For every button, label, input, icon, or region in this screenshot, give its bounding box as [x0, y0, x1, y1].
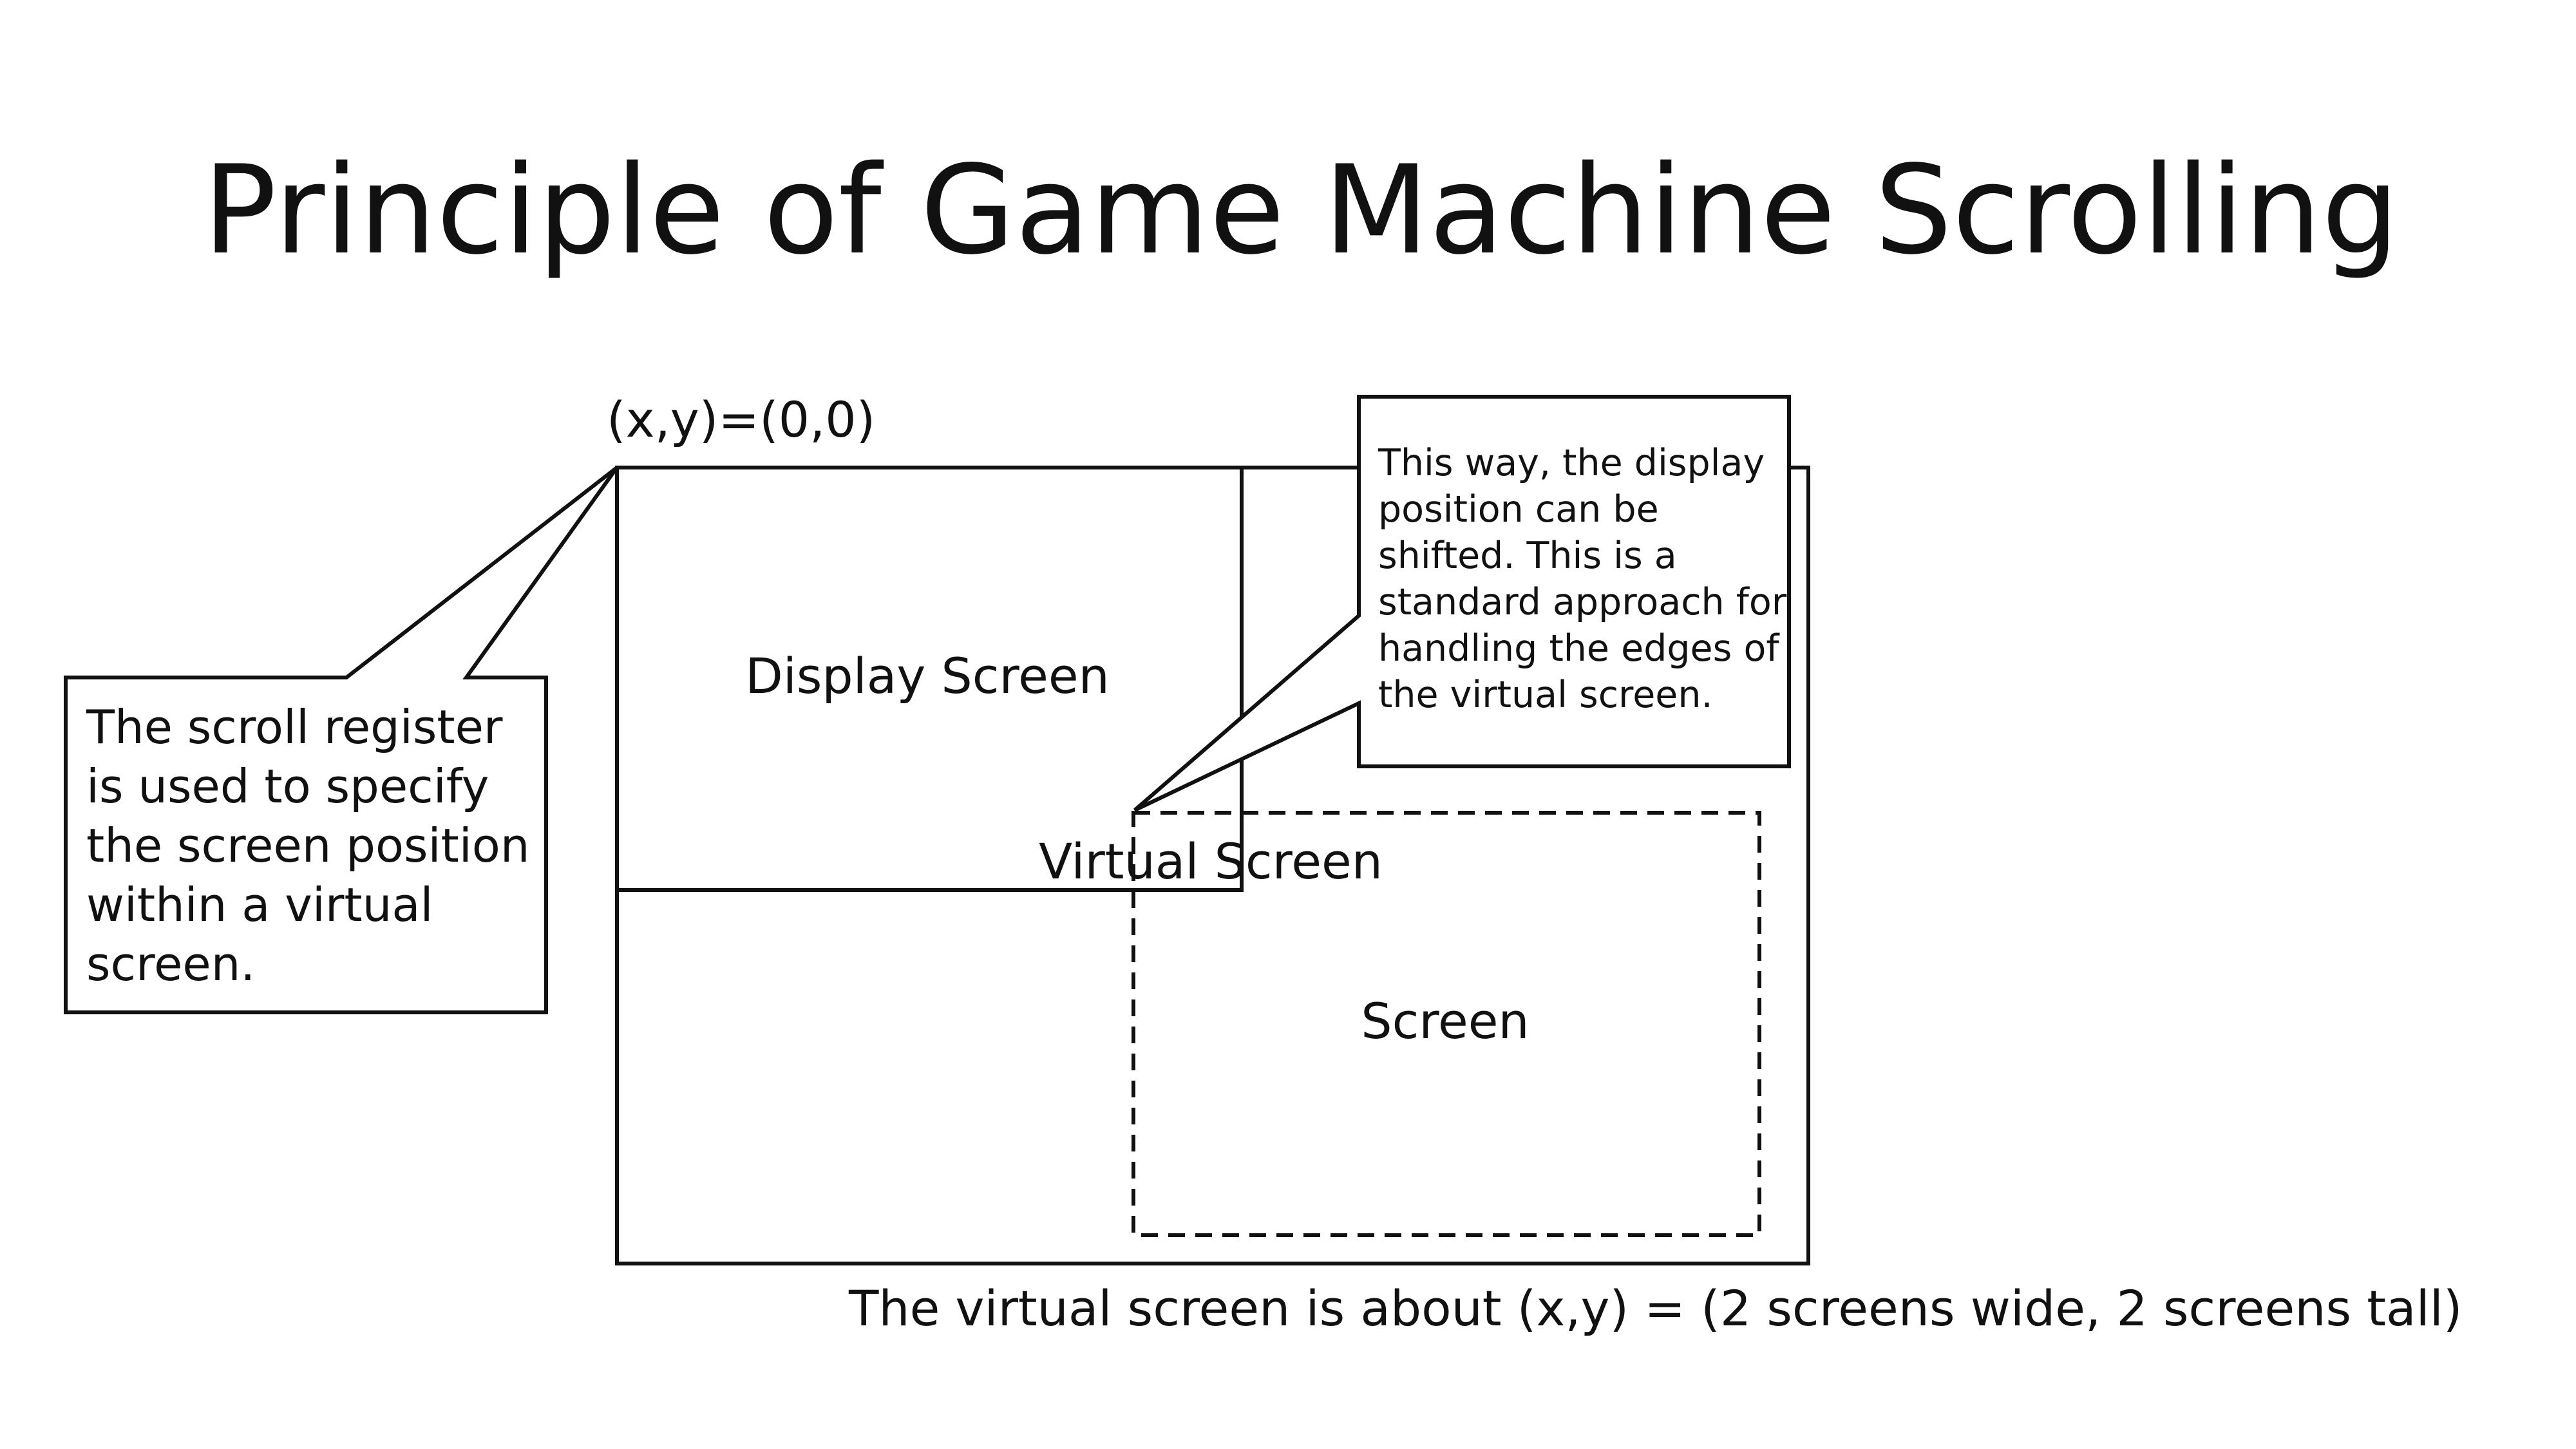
origin-label: (x,y)=(0,0) [607, 391, 875, 448]
shifted-screen-box [1132, 811, 1761, 1237]
callout-left-box [64, 466, 619, 1014]
callout-left-line: The scroll register [86, 700, 503, 754]
callout-left-line: is used to specify [86, 759, 489, 813]
display-screen-label: Display Screen [745, 647, 1110, 705]
callout-right-text: This way, the display position can be sh… [1378, 442, 1798, 716]
virtual-screen-label: Virtual Screen [1039, 833, 1383, 890]
display-screen-box [615, 466, 1244, 892]
callout-left-line: screen. [86, 937, 255, 991]
callout-right-line: position can be [1378, 488, 1659, 531]
callout-right-line: the virtual screen. [1378, 674, 1713, 716]
shifted-screen-label: Screen [1361, 992, 1529, 1050]
callout-right-line: handling the edges of [1378, 627, 1780, 670]
callout-left-line: the screen position [86, 819, 529, 873]
caption: The virtual screen is about (x,y) = (2 s… [848, 1280, 2462, 1337]
callout-left-text: The scroll register is used to specify t… [86, 700, 544, 991]
callout-right-line: standard approach for [1378, 581, 1787, 623]
callout-right-line: shifted. This is a [1378, 535, 1677, 577]
callout-right-box [1133, 395, 1791, 812]
callout-right-line: This way, the display [1378, 442, 1765, 484]
page-title: Principle of Game Machine Scrolling [203, 139, 2399, 281]
callout-left-line: within a virtual [86, 878, 433, 932]
